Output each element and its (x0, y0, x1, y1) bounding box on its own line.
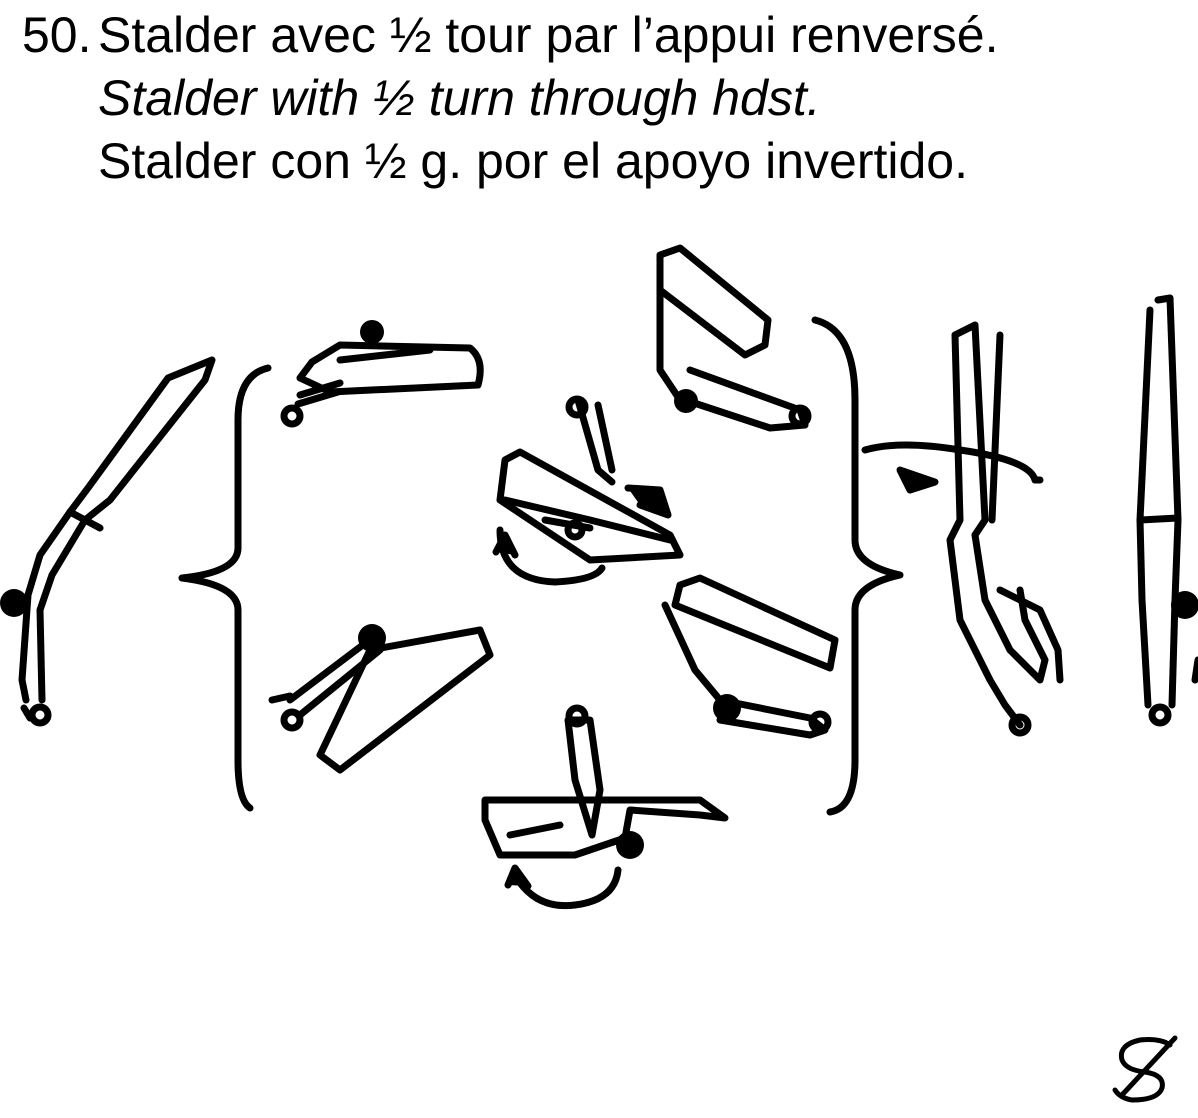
right-brace (815, 320, 900, 812)
gymnast-pike-top-right (660, 248, 808, 428)
gymnast-pike-right-middle (665, 578, 835, 735)
gymnast-center-turn (500, 399, 680, 560)
gymnast-start-position (0, 360, 212, 723)
gymnast-pike-bottom-left (272, 624, 490, 770)
gymnast-bottom-center (485, 708, 725, 859)
gymnast-final-handstand (1140, 298, 1198, 723)
gymnast-pike-top-left (284, 320, 480, 424)
stalder-symbol-icon (1115, 1038, 1175, 1100)
left-brace (182, 368, 268, 808)
gymnast-handstand-turn (865, 325, 1060, 733)
